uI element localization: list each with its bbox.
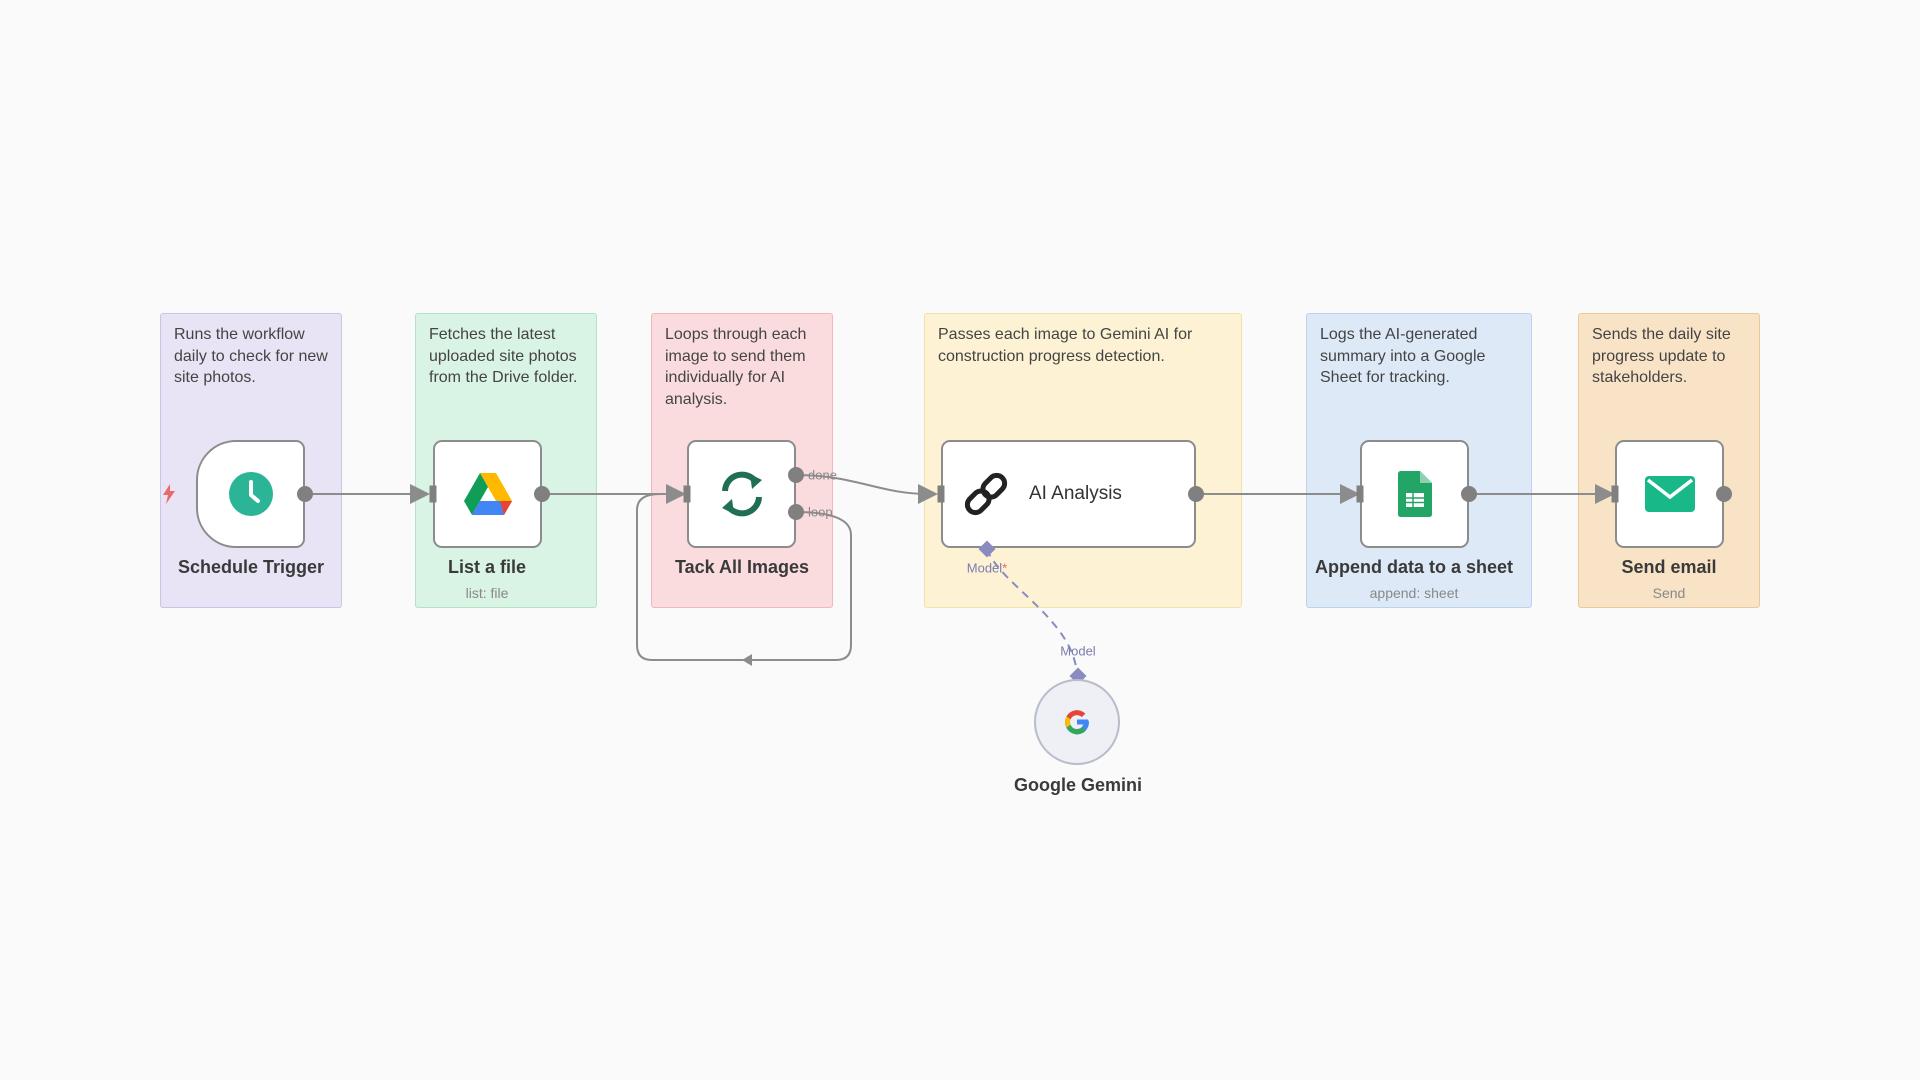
google-gemini-label: Google Gemini (1013, 775, 1143, 795)
envelope-icon (1644, 476, 1695, 512)
google-sheets-icon (1397, 471, 1432, 517)
tack-all-images-label: Tack All Images (674, 557, 810, 577)
list-file-node[interactable] (433, 440, 542, 548)
ai-analysis-node[interactable]: AI Analysis (941, 440, 1196, 548)
append-sheet-node[interactable] (1360, 440, 1469, 548)
sticky-note-schedule[interactable]: Runs the workflow daily to check for new… (160, 313, 342, 608)
list-file-subtitle: list: file (465, 585, 509, 601)
ai-analysis-output-port[interactable] (1188, 486, 1204, 502)
ai-analysis-input-port[interactable] (937, 485, 945, 503)
send-email-node[interactable] (1615, 440, 1724, 548)
list-file-input-port[interactable] (429, 485, 437, 503)
send-email-output-port[interactable] (1716, 486, 1732, 502)
send-email-input-port[interactable] (1611, 485, 1619, 503)
list-file-label: List a file (447, 557, 527, 577)
tack-all-images-node[interactable] (687, 440, 796, 548)
wire-model-link[interactable] (986, 548, 1078, 677)
chain-link-icon (964, 472, 1008, 516)
google-g-icon (1065, 710, 1090, 735)
google-gemini-node[interactable] (1034, 679, 1120, 765)
append-sheet-output-port[interactable] (1461, 486, 1477, 502)
schedule-trigger-label: Schedule Trigger (177, 557, 325, 577)
ai-analysis-title: AI Analysis (1029, 483, 1122, 504)
schedule-trigger-output-port[interactable] (297, 486, 313, 502)
sticky-note-text: Sends the daily site progress update to … (1592, 326, 1731, 386)
sticky-note-text: Runs the workflow daily to check for new… (174, 326, 328, 386)
google-drive-icon (463, 473, 512, 515)
sticky-note-text: Passes each image to Gemini AI for const… (938, 326, 1193, 365)
wire-done-to-ai[interactable] (795, 474, 938, 504)
tack-images-input-port[interactable] (683, 485, 691, 503)
loop-direction-arrow-icon (742, 654, 752, 666)
tack-images-loop-port[interactable] (788, 504, 804, 520)
send-email-subtitle: Send (1652, 585, 1686, 601)
append-sheet-input-port[interactable] (1356, 485, 1364, 503)
sync-icon (721, 471, 762, 517)
model-label-text: Model (966, 560, 1003, 576)
clock-icon (228, 472, 273, 516)
required-marker: * (1002, 560, 1008, 576)
list-file-output-port[interactable] (534, 486, 550, 502)
append-sheet-label: Append data to a sheet (1314, 557, 1514, 577)
sticky-note-text: Logs the AI-generated summary into a Goo… (1320, 326, 1486, 386)
done-port-label: done (808, 467, 837, 483)
send-email-label: Send email (1621, 557, 1717, 577)
append-sheet-subtitle: append: sheet (1369, 585, 1459, 601)
loop-port-label: loop (808, 504, 833, 520)
gemini-model-output-label: Model (1060, 643, 1096, 659)
tack-images-done-port[interactable] (788, 467, 804, 483)
ai-model-input-label: Model* (967, 561, 1007, 576)
sticky-note-text: Fetches the latest uploaded site photos … (429, 326, 578, 386)
trigger-bolt-icon (163, 484, 175, 504)
schedule-trigger-node[interactable] (196, 440, 305, 548)
sticky-note-text: Loops through each image to send them in… (665, 326, 807, 408)
